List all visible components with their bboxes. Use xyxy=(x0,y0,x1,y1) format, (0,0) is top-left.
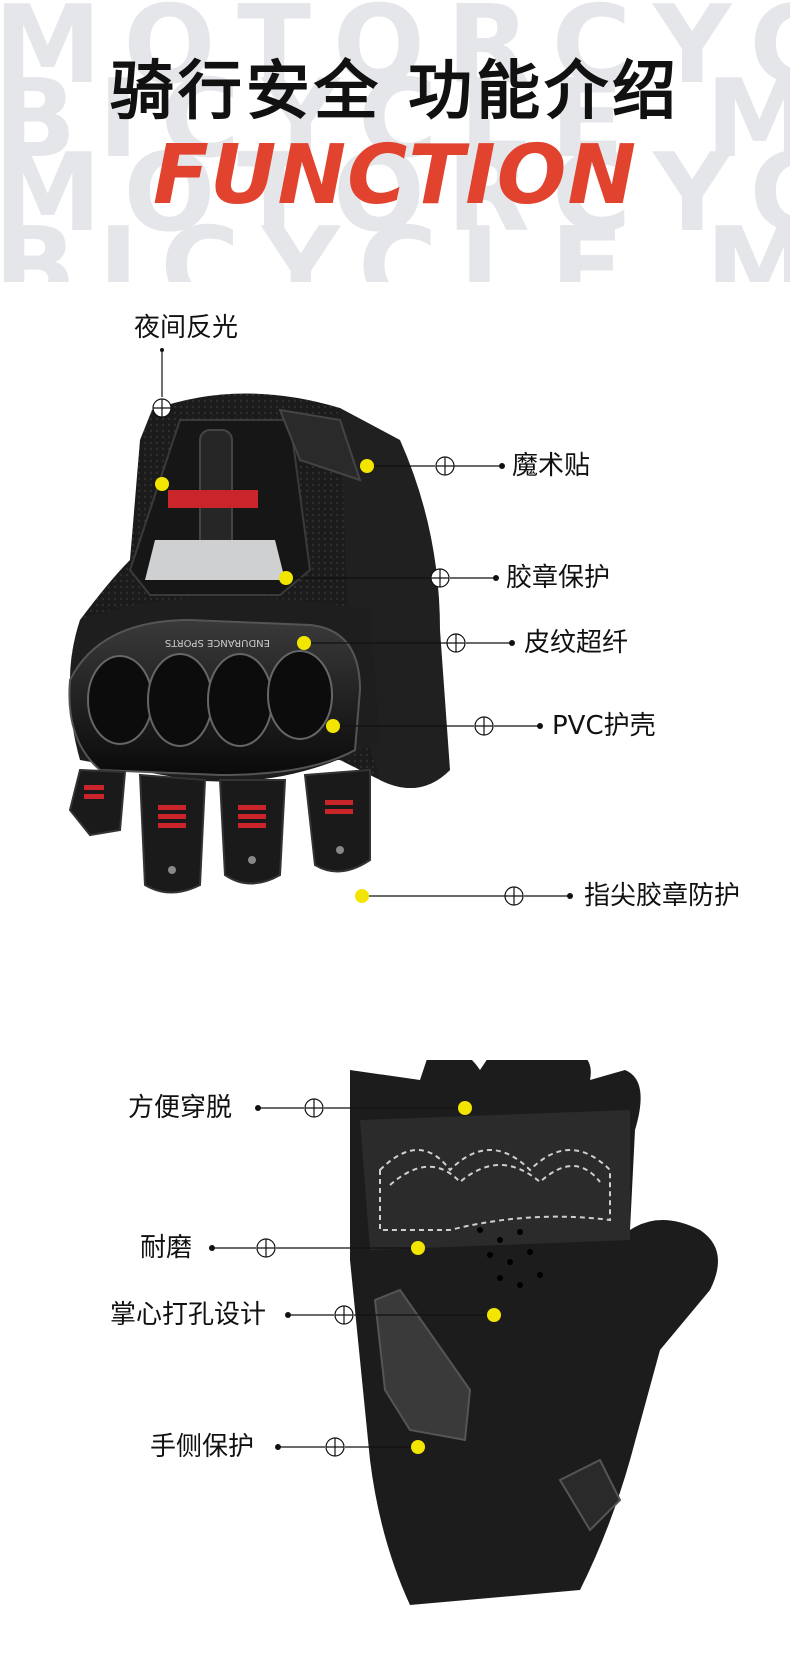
feature-label-wear-resistant: 耐磨 xyxy=(140,1233,193,1263)
page-title: 骑行安全 功能介绍 xyxy=(109,55,681,129)
glove-back-image: ENDURANCE SPORTS xyxy=(40,380,480,970)
feature-label-velcro: 魔术贴 xyxy=(512,451,591,481)
feature-label-microfiber: 皮纹超纤 xyxy=(524,628,629,658)
background-word: BICYCLE MOTORCY xyxy=(0,57,790,182)
glove-palm-image xyxy=(330,1060,790,1620)
feature-label-reflective: 夜间反光 xyxy=(134,313,239,343)
feature-label-rubber-protection: 胶章保护 xyxy=(506,563,611,593)
knuckle-print-text: ENDURANCE SPORTS xyxy=(165,637,270,648)
feature-label-palm-holes: 掌心打孔设计 xyxy=(110,1300,267,1330)
feature-label-easy-wear: 方便穿脱 xyxy=(128,1093,233,1123)
page-subtitle: FUNCTION xyxy=(152,128,638,223)
background-word: MOTORCYCLE BICY xyxy=(0,131,790,256)
feature-label-hand-side: 手侧保护 xyxy=(150,1432,255,1462)
header-banner: MOTORCYCLE BICY BICYCLE MOTORCY MOTORCYC… xyxy=(0,0,790,282)
background-word: BICYCLE MOTORCY xyxy=(0,205,790,283)
feature-label-fingertip: 指尖胶章防护 xyxy=(584,881,741,911)
background-word: MOTORCYCLE BICY xyxy=(0,0,790,108)
feature-label-pvc-shell: PVC护壳 xyxy=(552,711,656,741)
